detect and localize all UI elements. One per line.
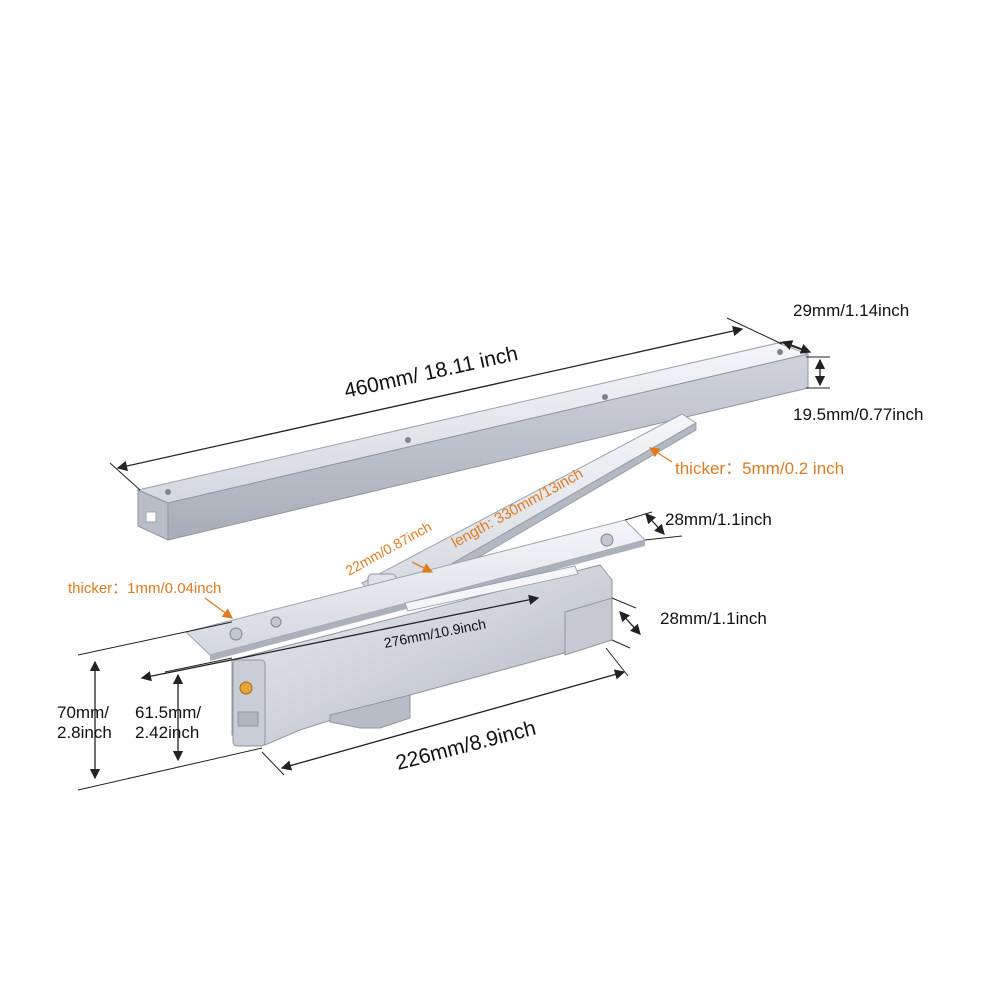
body-width-label: 28mm/1.1inch bbox=[660, 609, 767, 628]
adjustment-valve-icon bbox=[239, 681, 253, 695]
body-length-label: 226mm/8.9inch bbox=[393, 717, 538, 775]
extension-line bbox=[605, 647, 629, 677]
closer-end-face bbox=[232, 659, 266, 747]
track-hole bbox=[602, 394, 608, 400]
body-height-label-mm: 61.5mm/ bbox=[135, 703, 201, 722]
plate-width-dimension bbox=[645, 513, 665, 535]
extension-line bbox=[261, 751, 285, 776]
extension-line bbox=[109, 462, 141, 491]
plate-thickness-pointer bbox=[204, 597, 234, 619]
plate-width-label: 28mm/1.1inch bbox=[665, 510, 772, 529]
body-width-dimension bbox=[619, 611, 641, 635]
track-length-label: 460mm/ 18.11 inch bbox=[342, 342, 520, 403]
dimension-lines bbox=[77, 317, 830, 791]
extension-line bbox=[611, 597, 637, 609]
arm-thickness-label: thicker：5mm/0.2 inch bbox=[675, 459, 844, 478]
total-height-label-mm: 70mm/ bbox=[57, 703, 109, 722]
track-width-label: 29mm/1.14inch bbox=[793, 301, 909, 320]
track-channel-opening bbox=[145, 511, 157, 523]
extension-line bbox=[77, 621, 233, 656]
extension-line bbox=[164, 657, 233, 673]
extension-line bbox=[726, 317, 783, 345]
track-height-label: 19.5mm/0.77inch bbox=[793, 405, 923, 424]
extension-line bbox=[611, 639, 631, 649]
end-notch bbox=[237, 711, 259, 727]
body-length-dimension bbox=[280, 669, 626, 771]
arm-width-pointer bbox=[411, 561, 434, 573]
screw-icon bbox=[600, 533, 614, 547]
track-hole bbox=[165, 489, 171, 495]
screw-icon bbox=[229, 627, 243, 641]
plate-thickness-label: thicker：1mm/0.04inch bbox=[68, 580, 221, 597]
plate-length-dimension bbox=[140, 594, 540, 682]
track-hole bbox=[405, 437, 411, 443]
screw-icon bbox=[270, 616, 282, 628]
track-hole bbox=[777, 349, 783, 355]
arm-thickness-pointer bbox=[648, 447, 673, 463]
track-width-dimension bbox=[781, 340, 812, 354]
track-length-dimension bbox=[116, 325, 744, 472]
extension-line bbox=[77, 747, 263, 791]
body-height-label-inch: 2.42inch bbox=[135, 723, 199, 742]
extension-line bbox=[644, 535, 683, 541]
total-height-label-inch: 2.8inch bbox=[57, 723, 112, 742]
